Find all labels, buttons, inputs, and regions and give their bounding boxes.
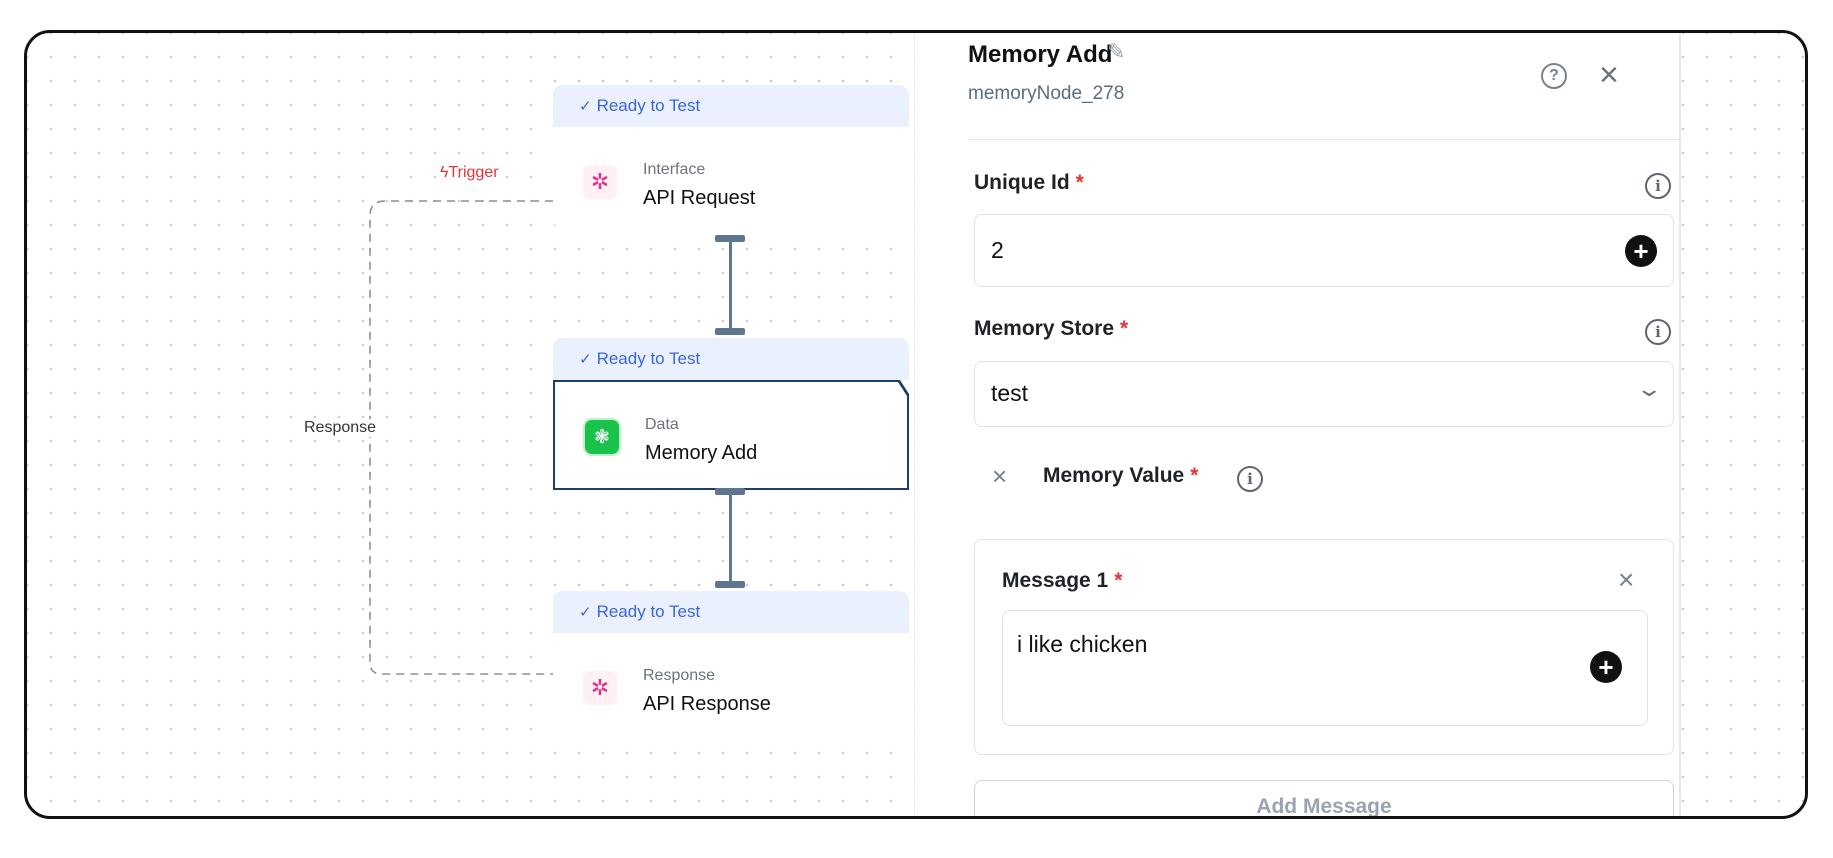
node-status-badge: ✓Ready to Test: [553, 338, 909, 380]
node-status-badge: ✓Ready to Test: [553, 85, 909, 127]
node-settings-panel: Memory Add ✎ memoryNode_278 ? × Unique I…: [914, 33, 1682, 816]
message-label: Message 1*: [1002, 569, 1123, 592]
input-handle[interactable]: [715, 328, 745, 335]
edge-lines: [369, 200, 553, 675]
panel-title: Memory Add: [968, 41, 1113, 68]
memory-value-label: Memory Value*: [1043, 464, 1199, 487]
chevron-down-icon: ⌄: [1635, 376, 1664, 401]
remove-memory-value-icon[interactable]: ×: [992, 461, 1008, 491]
node-category: Data: [645, 416, 679, 433]
node-title: Memory Add: [645, 442, 758, 464]
openai-icon: ✲: [583, 671, 617, 705]
connector-edge: [729, 238, 732, 330]
info-icon[interactable]: i: [1645, 319, 1671, 345]
divider: [968, 139, 1682, 140]
node-api-request[interactable]: ✓Ready to Test ✲ Interface API Request: [553, 85, 909, 237]
response-edge-label: Response: [302, 419, 379, 437]
check-icon: ✓: [579, 98, 592, 115]
message-card: Message 1* × i like chicken +: [974, 539, 1674, 755]
node-status-badge: ✓Ready to Test: [553, 591, 909, 633]
remove-message-icon[interactable]: ×: [1618, 564, 1635, 595]
node-title: API Response: [643, 693, 771, 715]
add-message-button[interactable]: Add Message: [974, 780, 1674, 816]
memory-store-value: test: [991, 380, 1029, 406]
workflow-editor: ϟTrigger Response ✓Ready to Test ✲ Inter…: [24, 30, 1808, 819]
openai-icon: ✲: [583, 165, 617, 199]
brain-icon: ❃: [585, 420, 619, 454]
unique-id-input[interactable]: 2 +: [974, 214, 1674, 287]
node-card[interactable]: ✲ Response API Response: [553, 633, 909, 743]
connector-edge: [729, 491, 732, 583]
info-icon[interactable]: i: [1645, 173, 1671, 199]
lightning-icon: ϟ: [440, 164, 449, 181]
check-icon: ✓: [579, 351, 592, 368]
node-card[interactable]: ✲ Interface API Request: [553, 127, 909, 237]
node-card[interactable]: ❃ Data Memory Add: [553, 380, 909, 490]
add-variable-button[interactable]: +: [1625, 235, 1657, 267]
info-icon[interactable]: i: [1237, 466, 1263, 492]
add-variable-button[interactable]: +: [1590, 651, 1622, 683]
node-api-response[interactable]: ✓Ready to Test ✲ Response API Response: [553, 591, 909, 743]
memory-store-label: Memory Store*: [974, 317, 1129, 340]
message-textarea[interactable]: i like chicken +: [1002, 610, 1648, 726]
message-value: i like chicken: [1017, 631, 1148, 657]
input-handle[interactable]: [715, 581, 745, 588]
node-category: Response: [643, 667, 716, 684]
node-category: Interface: [643, 161, 706, 178]
response-edge: [369, 200, 553, 675]
unique-id-label: Unique Id*: [974, 171, 1084, 194]
unique-id-value: 2: [991, 237, 1004, 263]
memory-store-select[interactable]: test ⌄: [974, 361, 1674, 427]
help-icon[interactable]: ?: [1541, 63, 1567, 89]
trigger-edge-label: ϟTrigger: [440, 164, 499, 181]
close-icon[interactable]: ×: [1599, 56, 1619, 94]
pencil-icon[interactable]: ✎: [1107, 39, 1126, 64]
node-id: memoryNode_278: [968, 83, 1125, 104]
node-title: API Request: [643, 187, 756, 209]
node-memory-add[interactable]: ✓Ready to Test ❃ Data Memory Add: [553, 338, 909, 490]
check-icon: ✓: [579, 604, 592, 621]
